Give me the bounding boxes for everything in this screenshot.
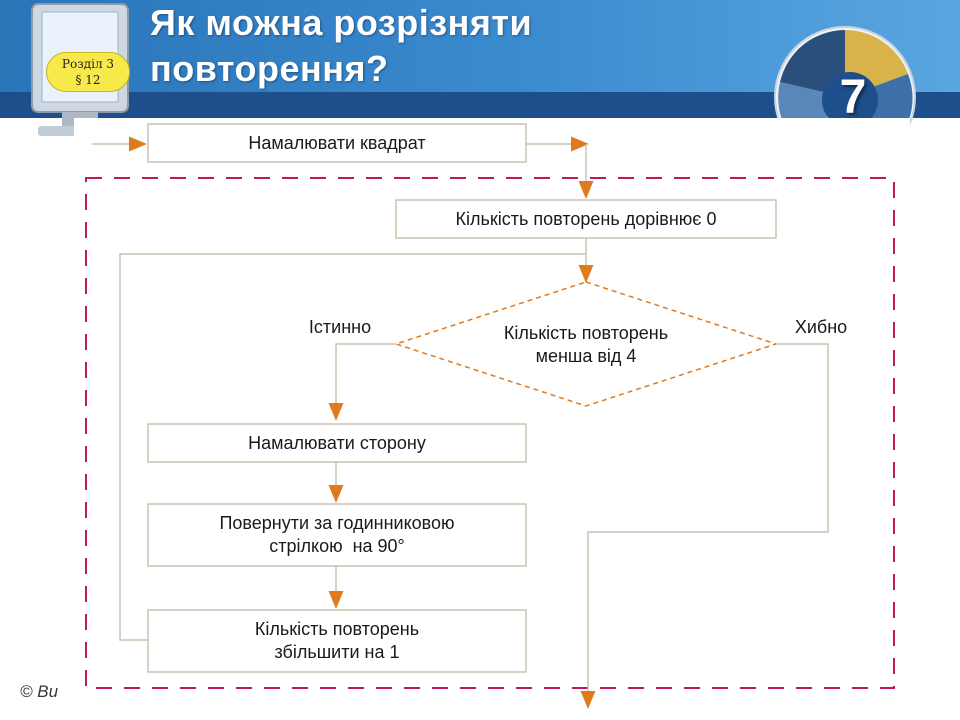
draw-square-box [147,123,527,163]
page-title: Як можна розрізняти повторення? [150,0,532,92]
turn-line-2: стрілкою на 90° [269,536,405,556]
true-label: Істинно [308,317,372,337]
draw-square-label: Намалювати квадрат [248,133,426,153]
draw-side-box [147,423,527,463]
draw-side-label: Намалювати сторону [248,433,426,453]
turn-label: Повернути за годинниковою стрілкою на 90… [148,512,526,558]
badge-paragraph: § 12 [75,73,101,87]
title-line-1: Як можна розрізняти [150,2,533,43]
loop-region [85,177,895,689]
badge-section: Розділ 3 [61,57,115,71]
condition-label: Кількість повторень менша від 4 [446,322,726,368]
loop-back-line [119,253,586,641]
condition-line-1: Кількість повторень [503,323,669,343]
copyright-footer: © Ви [20,682,59,701]
init-counter-label: Кількість повторень дорівнює 0 [455,209,717,229]
condition-line-2: менша від 4 [535,346,637,366]
title-line-2: повторення? [150,48,389,89]
increment-line-2: збільшити на 1 [274,642,400,662]
increment-label: Кількість повторень збільшити на 1 [148,618,526,664]
section-badge: Розділ 3 § 12 [46,52,130,92]
false-branch-line [580,343,829,709]
increment-line-1: Кількість повторень [254,619,420,639]
init-counter-box [395,199,777,239]
condition-diamond [393,281,779,407]
turn-box [147,503,527,567]
false-label: Хибно [794,317,848,337]
increment-box [147,609,527,673]
turn-line-1: Повернути за годинниковою [219,513,455,533]
grade-number: 7 [839,71,867,124]
true-branch-line [328,343,396,421]
